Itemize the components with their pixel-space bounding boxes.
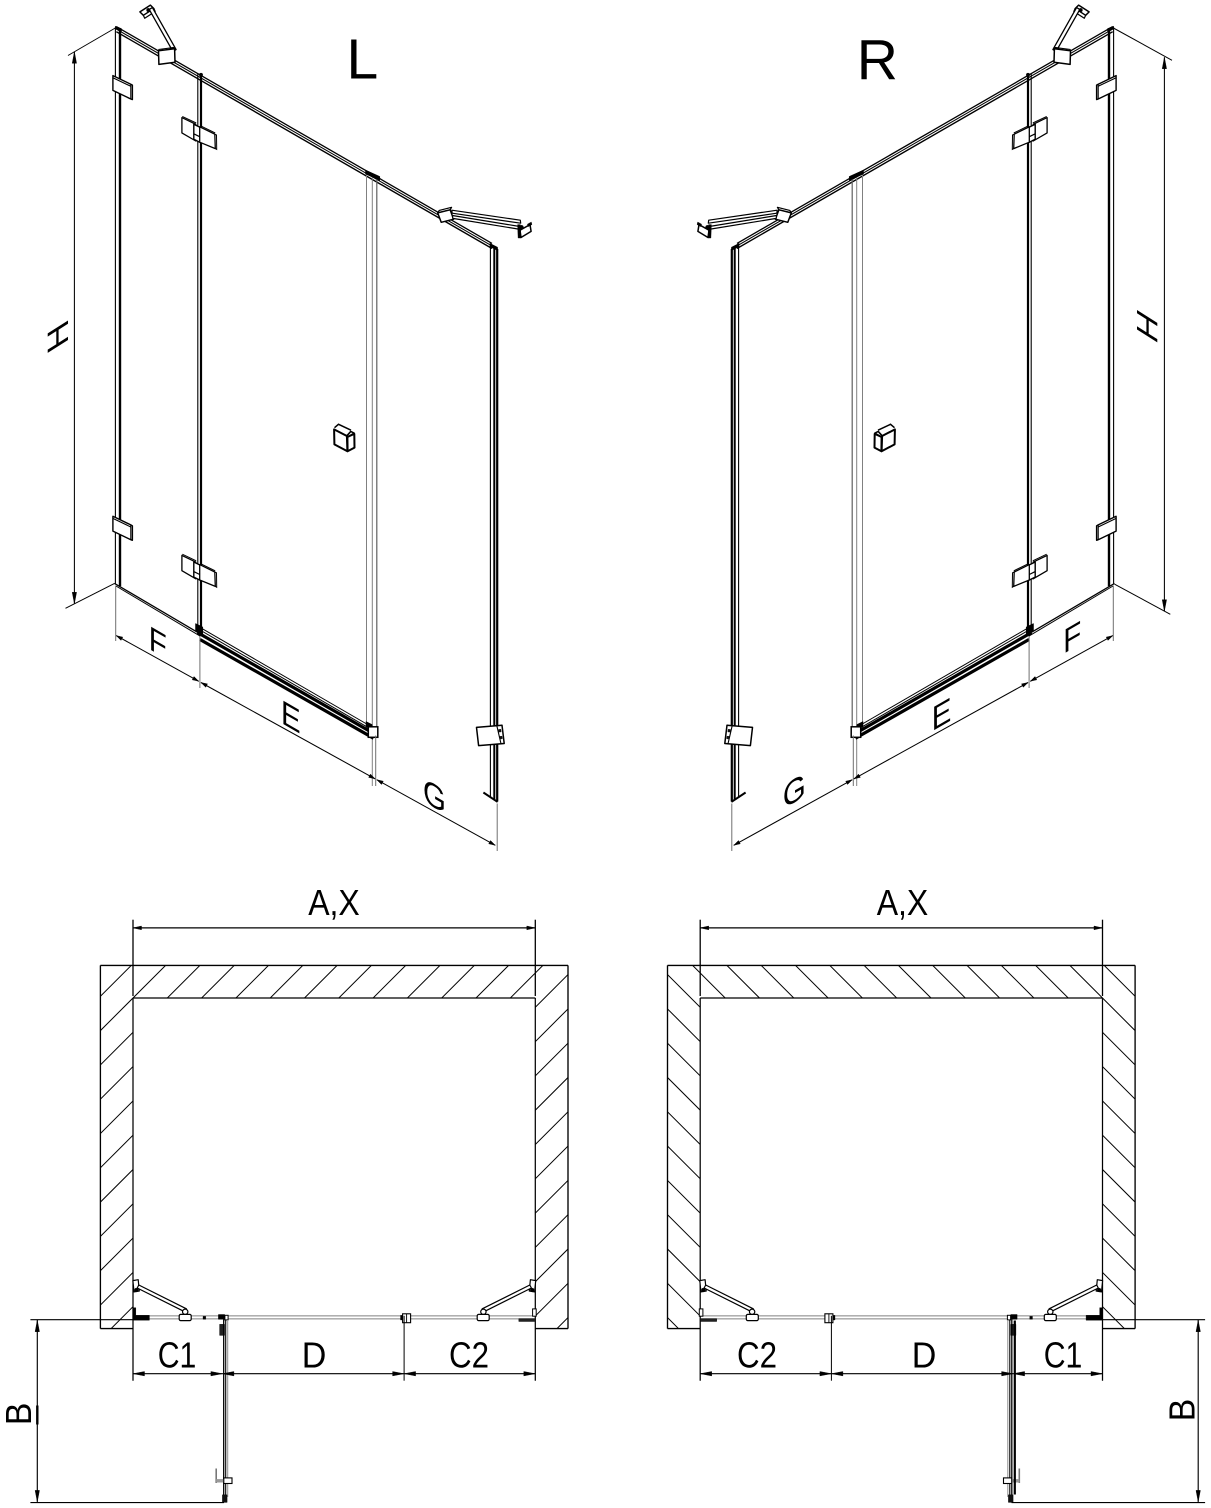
svg-text:G: G [783,766,806,817]
svg-text:B: B [0,1403,39,1426]
svg-text:C2: C2 [449,1335,489,1376]
svg-text:A,X: A,X [877,882,929,923]
svg-text:C1: C1 [1044,1335,1083,1376]
svg-text:E: E [932,690,952,739]
svg-text:C1: C1 [158,1335,197,1376]
svg-text:F: F [1063,614,1081,662]
svg-text:D: D [302,1335,327,1376]
svg-text:F: F [149,619,167,667]
svg-text:C2: C2 [737,1335,777,1376]
svg-text:E: E [281,693,301,742]
svg-text:A,X: A,X [308,882,360,923]
svg-text:B: B [1161,1399,1202,1422]
svg-text:L: L [346,28,378,92]
svg-text:R: R [857,28,898,92]
svg-text:G: G [423,771,446,822]
svg-text:D: D [912,1335,937,1376]
